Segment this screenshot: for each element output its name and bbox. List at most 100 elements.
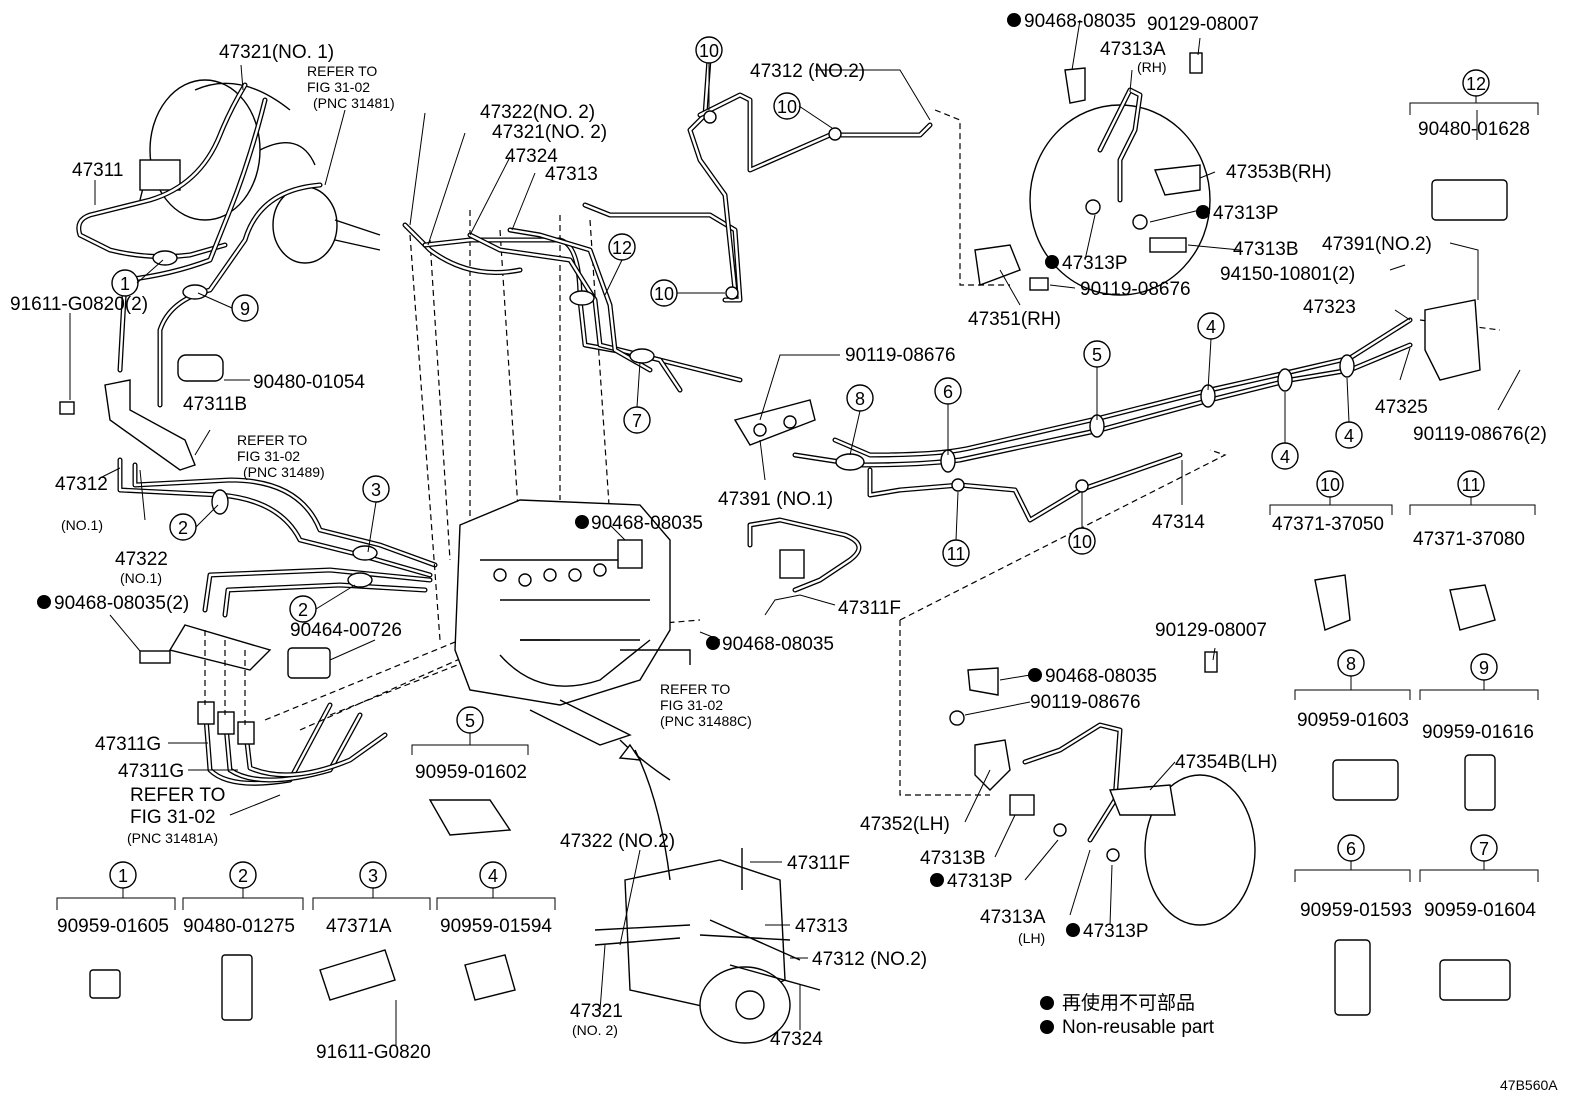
key-6-circle: 6 [1346,839,1356,859]
callout-8-text: 8 [855,389,865,409]
clamp-90959-01602-drawing [428,799,512,836]
part-labels: 47321(NO. 1) REFER TO FIG 31-02 (PNC 314… [10,11,1547,1050]
label-47313: 47313 [545,164,598,185]
label-47391-no1: 47391 (NO.1) [718,489,833,510]
nonreusable-marker [37,595,51,609]
callout-1 [111,269,139,297]
label-90468-08035-mid2: 90468-08035 [722,634,834,655]
abs-unit-lower-drawing [594,739,821,1044]
callout-6-text: 6 [943,382,953,402]
leader-lines [69,19,1521,1045]
label-47313b-rh: 47313B [1233,239,1299,260]
flex-hoses [197,701,388,786]
label-refer-31489-l3: (PNC 31489) [243,464,325,480]
key-12-circle: 12 [1466,74,1486,94]
callout-4a-text: 4 [1206,317,1216,337]
label-abs-47311f: 47311F [787,853,850,874]
key-10-circle: 10 [1320,475,1340,495]
label-47313b-lh: 47313B [920,848,986,869]
label-47312-no1-sub: (NO.1) [61,517,103,533]
callout-1-text: 1 [120,274,130,294]
label-47311b: 47311B [183,394,247,415]
label-90129-08007-lh: 90129-08007 [1155,620,1267,641]
master-cylinder-drawing [139,79,381,264]
label-47313a-rh: 47313A [1100,39,1166,60]
callout-2b-text: 2 [298,600,308,620]
label-47351-rh: 47351(RH) [968,309,1061,330]
label-47371-37080: 47371-37080 [1413,529,1525,550]
key-7-circle: 7 [1479,839,1489,859]
key-1-circle: 1 [118,866,128,886]
label-90480-01054: 90480-01054 [253,372,365,393]
callout-10b-text: 10 [777,97,797,117]
label-refer-31481a-l1: REFER TO [130,785,225,806]
key-5-circle: 5 [465,711,475,731]
rear-brake-tubes [733,299,1481,523]
rh-hose-bracket-drawing [974,52,1211,296]
label-90959-01593: 90959-01593 [1300,900,1412,921]
label-47324: 47324 [505,146,558,167]
callout-10e-text: 10 [1072,532,1092,552]
label-90959-01602: 90959-01602 [415,762,527,783]
lh-hose-bracket-drawing [949,651,1256,926]
key-parts-bottom-left: 1 90959-01605 2 90480-01275 3 47371A 916… [56,706,556,1063]
label-90119-08676-2: 90119-08676(2) [1413,424,1547,445]
label-refer-31488c-l1: REFER TO [660,681,730,697]
label-47311g-b: 47311G [118,761,184,782]
legend-jp-text: 再使用不可部品 [1062,992,1195,1014]
label-47311f-mid: 47311F [838,598,901,619]
center-brake-tubes [402,42,933,593]
clamp-90959-01616-drawing [1464,754,1496,811]
callout-4c-text: 4 [1344,426,1354,446]
clamp-90959-01605-drawing [89,969,121,999]
clamp-90959-01594-drawing [464,954,516,1001]
label-47322-no1-sub: (NO.1) [120,570,162,586]
key-parts-right: 12 90480-01628 10 47371-37050 11 47371-3… [1269,69,1539,1016]
label-90468-08035-lh: 90468-08035 [1045,666,1157,687]
label-90119-08676-mid: 90119-08676 [845,345,956,366]
legend-en-text: Non-reusable part [1062,1017,1215,1038]
nonreusable-legend: 再使用不可部品 Non-reusable part [1040,992,1215,1038]
key-8-circle: 8 [1346,654,1356,674]
label-90129-08007-tr: 90129-08007 [1147,14,1259,35]
label-47352-lh: 47352(LH) [860,814,950,835]
clamp-90959-01604-drawing [1439,959,1511,1001]
label-refer-31481a-l2: FIG 31-02 [130,807,216,828]
label-47314: 47314 [1152,512,1205,533]
key-3-circle: 3 [368,866,378,886]
label-90959-01605: 90959-01605 [57,916,169,937]
label-refer-31489-l1: REFER TO [237,432,307,448]
label-abs-47322-no2: 47322 (NO.2) [560,831,675,852]
label-refer-31488c-l3: (PNC 31488C) [660,713,752,729]
callout-7-text: 7 [632,411,642,431]
label-90959-01616: 90959-01616 [1422,722,1534,743]
guide-lines [204,109,1501,796]
label-refer-31481-l3: (PNC 31481) [313,95,395,111]
clamp-47371-37050-drawing [1314,574,1351,631]
callout-11-text: 11 [947,544,966,564]
label-90468-08035-mid: 90468-08035 [591,513,703,534]
label-90119-08676-tr: 90119-08676 [1080,279,1191,300]
label-47325: 47325 [1375,397,1428,418]
label-90464-00726: 90464-00726 [290,620,402,641]
label-47313p-b: 47313P [1062,253,1128,274]
callout-12-text: 12 [612,238,632,258]
label-90959-01594: 90959-01594 [440,916,552,937]
label-refer-31481-l1: REFER TO [307,63,377,79]
label-90959-01603: 90959-01603 [1297,710,1409,731]
label-47311g-a: 47311G [95,734,161,755]
callout-3-text: 3 [371,480,381,500]
label-47313p-c: 47313P [947,871,1013,892]
label-47353b-rh: 47353B(RH) [1226,162,1332,183]
label-47323: 47323 [1303,297,1356,318]
legend-dot-en [1040,1020,1054,1034]
clamp-90959-01593-drawing [1334,939,1371,1016]
label-rh: (RH) [1137,59,1167,75]
key-2-circle: 2 [238,866,248,886]
callout-4b-text: 4 [1280,447,1290,467]
label-abs-47312-no2: 47312 (NO.2) [812,949,927,970]
label-90959-01604: 90959-01604 [1424,900,1536,921]
label-47321-no1: 47321(NO. 1) [219,42,334,63]
label-47311: 47311 [72,160,123,181]
label-refer-31489-l2: FIG 31-02 [237,448,300,464]
